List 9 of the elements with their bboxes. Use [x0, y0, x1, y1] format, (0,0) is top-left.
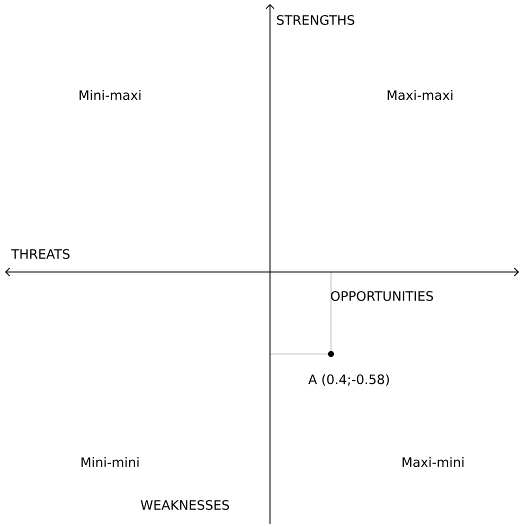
axis-label: STRENGTHS	[277, 15, 354, 25]
axis-label: THREATS	[11, 249, 70, 259]
quadrant-label: Maxi-maxi	[388, 90, 452, 100]
quadrant-label: Mini-mini	[82, 457, 139, 467]
quadrant-label: Mini-maxi	[80, 90, 140, 100]
axis-label: OPPORTUNITIES	[330, 291, 433, 301]
point-label: A (0.4;-0.58)	[308, 374, 389, 386]
quadrant-label: Maxi-mini	[402, 456, 464, 468]
axis-label: WEAKNESSES	[140, 500, 229, 510]
